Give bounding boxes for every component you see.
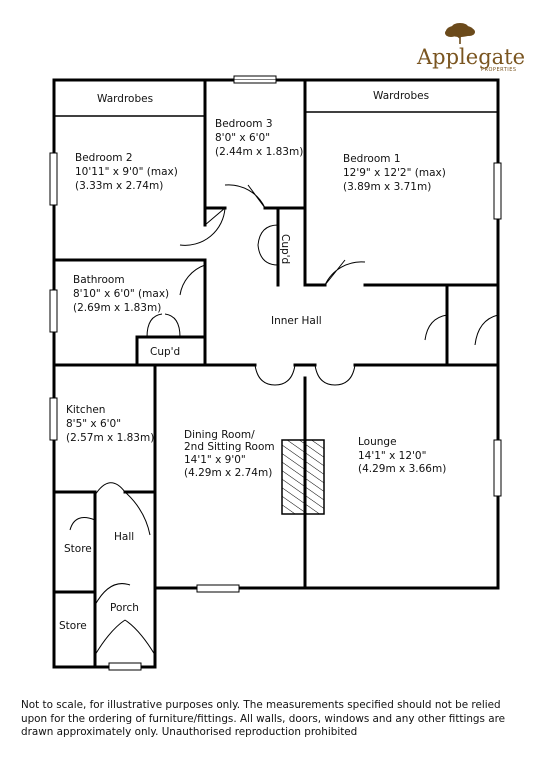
bedroom3-imperial: 8'0" x 6'0": [215, 132, 270, 144]
brand-subtitle: PROPERTIES: [481, 67, 517, 73]
bedroom3-name: Bedroom 3: [215, 118, 273, 130]
wardrobes-right-label: Wardrobes: [373, 90, 429, 102]
lounge-metric: (4.29m x 3.66m): [358, 463, 446, 475]
disclaimer-text: Not to scale, for illustrative purposes …: [21, 699, 506, 738]
tree-icon: [445, 23, 475, 44]
bathroom-metric: (2.69m x 1.83m): [73, 302, 161, 314]
dining-name2: 2nd Sitting Room: [184, 441, 275, 453]
dining-imperial: 14'1" x 9'0": [184, 454, 246, 466]
bedroom1-imperial: 12'9" x 12'2" (max): [343, 167, 446, 179]
store-upper-label: Store: [64, 543, 92, 555]
floor-plan: Applegate PROPERTIES: [49, 23, 525, 671]
wardrobes-left-label: Wardrobes: [97, 93, 153, 105]
windows: [49, 75, 502, 671]
bedroom1-name: Bedroom 1: [343, 153, 401, 165]
bedroom1-metric: (3.89m x 3.71m): [343, 181, 431, 193]
bathroom-imperial: 8'10" x 6'0" (max): [73, 288, 169, 300]
kitchen-imperial: 8'5" x 6'0": [66, 418, 121, 430]
bathroom-name: Bathroom: [73, 274, 125, 286]
lounge-name: Lounge: [358, 436, 397, 448]
cupd-vertical-label: Cup'd: [279, 234, 291, 264]
store-lower-label: Store: [59, 620, 87, 632]
chimney-breast: [281, 439, 325, 515]
dining-metric: (4.29m x 2.74m): [184, 467, 272, 479]
bedroom2-name: Bedroom 2: [75, 152, 133, 164]
bedroom3-metric: (2.44m x 1.83m): [215, 146, 303, 158]
kitchen-name: Kitchen: [66, 404, 105, 416]
kitchen-metric: (2.57m x 1.83m): [66, 432, 154, 444]
room-labels: Wardrobes Wardrobes Bedroom 2 10'11" x 9…: [59, 90, 446, 632]
dining-name: Dining Room/: [184, 429, 255, 441]
porch-name: Porch: [110, 602, 139, 614]
applegate-logo: Applegate PROPERTIES: [416, 23, 525, 73]
cupd-bath-label: Cup'd: [150, 346, 180, 358]
doors: [69, 184, 499, 656]
hall-name: Hall: [114, 531, 134, 543]
lounge-imperial: 14'1" x 12'0": [358, 450, 426, 462]
bedroom2-metric: (3.33m x 2.74m): [75, 180, 163, 192]
brand-name: Applegate: [416, 45, 525, 69]
inner-hall-name: Inner Hall: [271, 315, 322, 327]
bedroom2-imperial: 10'11" x 9'0" (max): [75, 166, 178, 178]
